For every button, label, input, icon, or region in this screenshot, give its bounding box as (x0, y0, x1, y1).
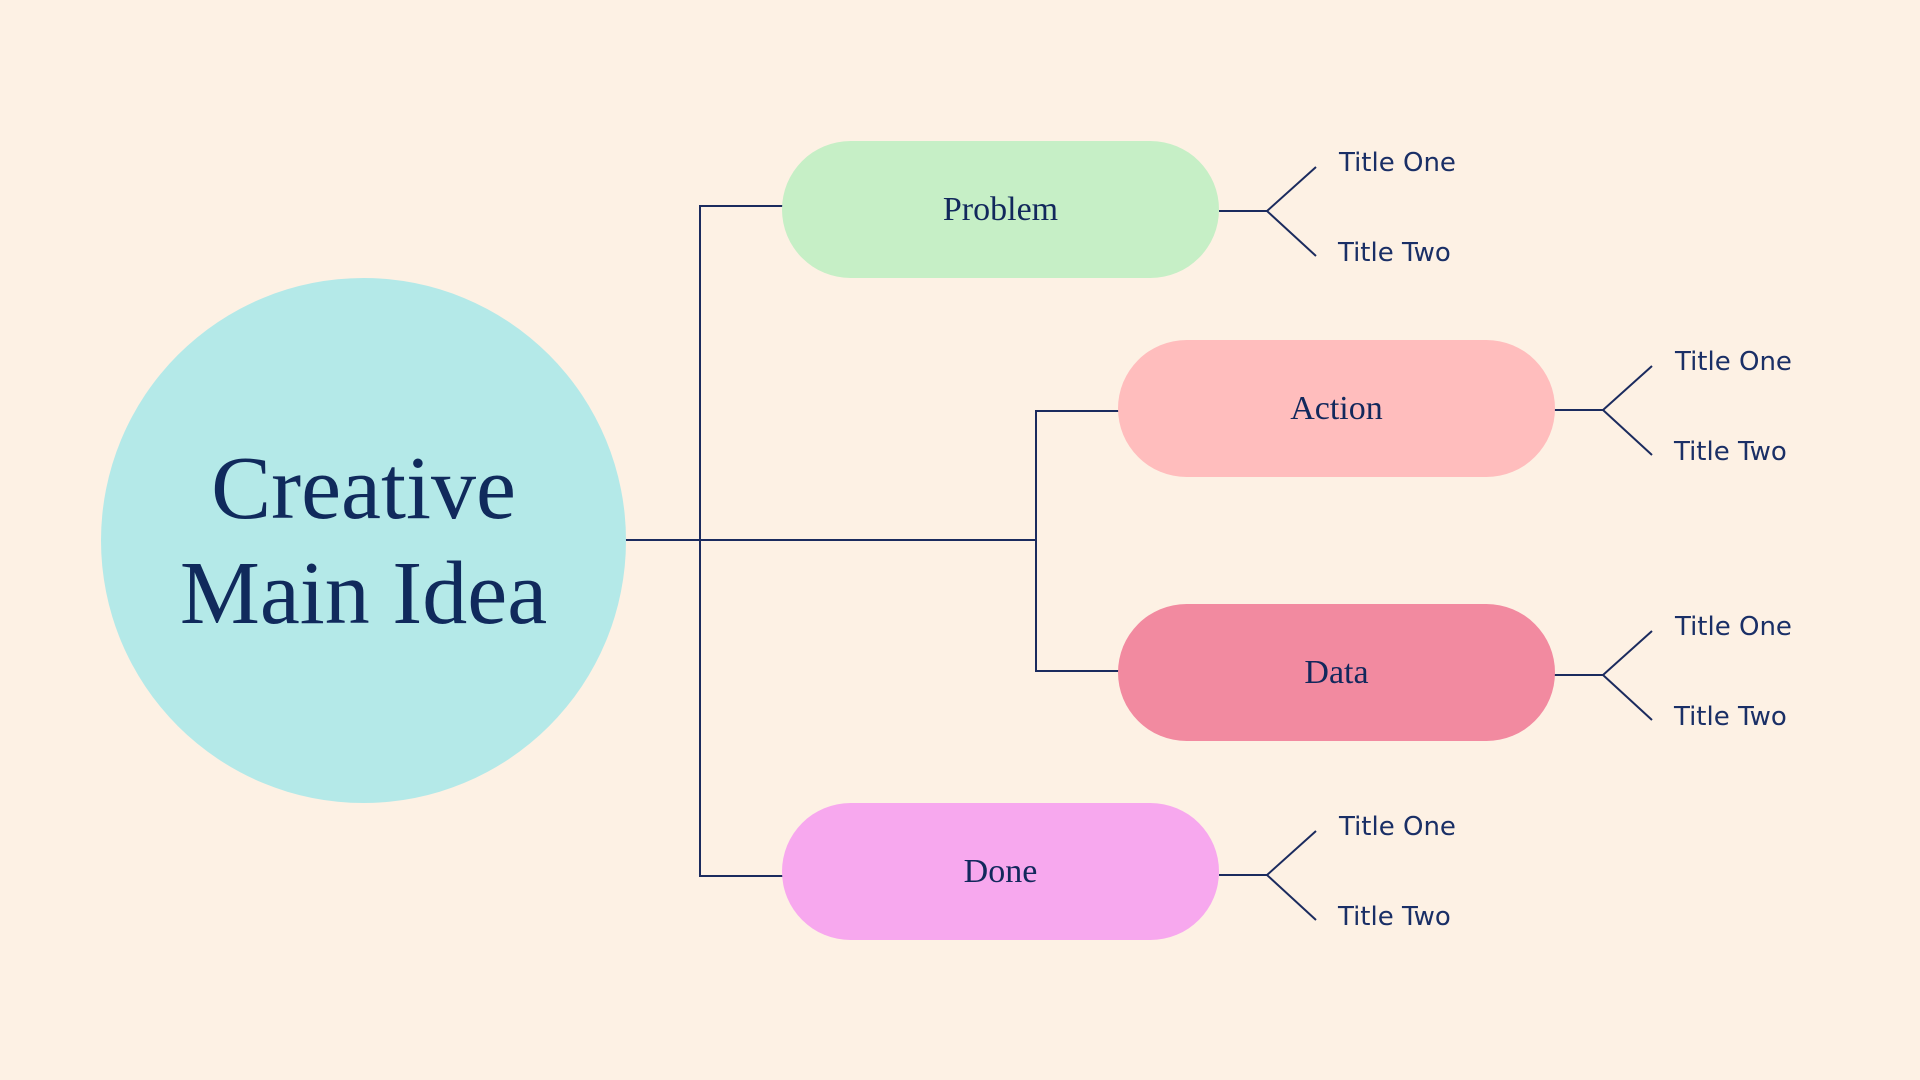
problem-sub-title-two: Title Two (1338, 238, 1451, 268)
fork-action-arms (1601, 365, 1653, 456)
data-sub-title-one: Title One (1675, 612, 1792, 642)
done-sub-title-one: Title One (1339, 812, 1456, 842)
data-sub-title-two: Title Two (1674, 702, 1787, 732)
branch-label-data: Data (1304, 653, 1369, 691)
branch-node-action: Action (1118, 340, 1555, 477)
main-idea-line-1: Creative (211, 438, 516, 538)
fork-problem-arms (1265, 166, 1317, 257)
fork-done-arms (1265, 830, 1317, 921)
fork-data-arms (1601, 630, 1653, 721)
branch-label-problem: Problem (942, 190, 1059, 228)
branch-label-action: Action (1290, 389, 1383, 427)
action-sub-title-two: Title Two (1674, 437, 1787, 467)
branch-node-done: Done (782, 803, 1219, 940)
action-sub-title-one: Title One (1675, 347, 1792, 377)
main-idea-line-2: Main Idea (179, 543, 548, 643)
branch-node-problem: Problem (782, 141, 1219, 278)
done-sub-title-two: Title Two (1338, 902, 1451, 932)
branch-label-done: Done (963, 852, 1038, 890)
main-idea-title: Creative Main Idea (180, 436, 547, 646)
main-idea-circle: Creative Main Idea (101, 278, 626, 803)
problem-sub-title-one: Title One (1339, 148, 1456, 178)
branch-node-data: Data (1118, 604, 1555, 741)
